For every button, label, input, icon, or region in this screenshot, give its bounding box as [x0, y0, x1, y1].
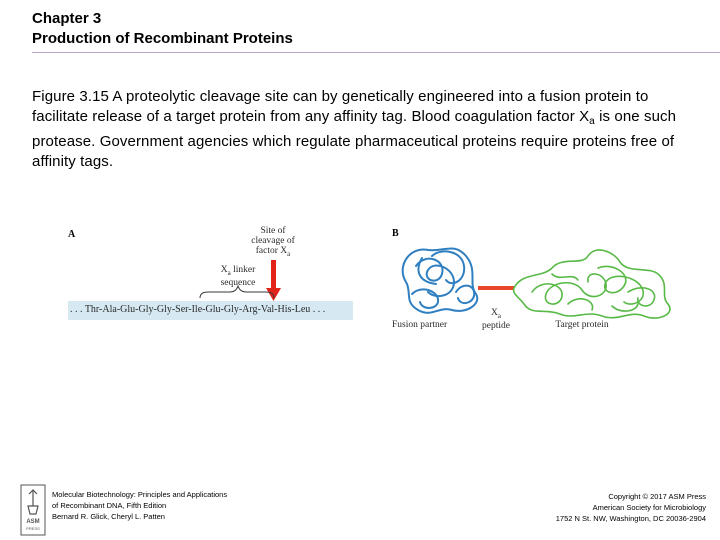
- panel-a-graphics: [199, 260, 281, 301]
- cleavage-site-label: Site of cleavage of factor Xa: [238, 226, 308, 259]
- copyright-line-2: American Society for Microbiology: [592, 503, 706, 512]
- copyright-line-3: 1752 N St. NW, Washington, DC 20036-2904: [555, 514, 706, 523]
- amino-acid-sequence: . . . Thr-Ala-Glu-Gly-Gly-Ser-Ile-Glu-Gl…: [70, 304, 326, 315]
- target-protein-label: Target protein: [555, 320, 609, 330]
- panel-b: B Fusion partner Xa peptide Target prote…: [392, 222, 692, 337]
- svg-text:ASM: ASM: [26, 519, 39, 525]
- site-line-3: factor Xa: [238, 246, 308, 259]
- site-line-1: Site of: [260, 226, 286, 236]
- site-line-3-text: factor X: [255, 246, 288, 256]
- asm-press-logo: ASM PRESS: [20, 484, 46, 536]
- panel-a-label: A: [68, 229, 76, 240]
- caption-text-1: Figure 3.15 A proteolytic cleavage site …: [32, 88, 649, 125]
- sequence-band: [68, 301, 353, 320]
- linker-sequence-label: Xa linker sequence: [208, 265, 268, 288]
- panel-a: A Site of cleavage of factor Xa Xa linke…: [60, 222, 360, 322]
- linker-x: X: [220, 265, 228, 275]
- linker-line-2: sequence: [220, 277, 256, 288]
- chapter-title: Production of Recombinant Proteins: [32, 30, 293, 47]
- linker-rest: linker: [230, 265, 256, 275]
- xa-peptide-text: peptide: [482, 320, 510, 331]
- cleavage-arrow-shaft: [271, 260, 276, 290]
- target-protein-coil: [512, 249, 671, 319]
- xa-x: X: [491, 308, 498, 318]
- linker-line-1: Xa linker: [208, 265, 268, 278]
- copyright-line-1: Copyright © 2017 ASM Press: [608, 492, 706, 501]
- chapter-number: Chapter 3: [32, 10, 102, 27]
- citation-line-2: of Recombinant DNA, Fifth Edition: [52, 501, 167, 510]
- xa-subscript: a: [497, 311, 501, 320]
- slide-header: Chapter 3 Production of Recombinant Prot…: [32, 9, 293, 49]
- citation-line-1: Molecular Biotechnology: Principles and …: [52, 490, 228, 499]
- fusion-partner-label: Fusion partner: [392, 320, 448, 330]
- xa-peptide-linker: [478, 286, 514, 290]
- header-divider: [32, 52, 720, 53]
- site-subscript: a: [287, 249, 291, 258]
- site-line-2: cleavage of: [251, 236, 295, 246]
- svg-text:PRESS: PRESS: [26, 526, 40, 531]
- figure-caption: Figure 3.15 A proteolytic cleavage site …: [32, 87, 692, 172]
- caption-subscript: a: [589, 116, 595, 127]
- fusion-partner-coil: [401, 247, 479, 314]
- linker-subscript: a: [227, 268, 231, 277]
- copyright-notice: Copyright © 2017 ASM Press American Soci…: [556, 491, 706, 524]
- panel-b-label: B: [392, 228, 399, 239]
- caption-text-2: is one such protease. Government agencie…: [32, 108, 677, 170]
- xa-line: Xa: [476, 308, 516, 321]
- book-citation: Molecular Biotechnology: Principles and …: [52, 489, 227, 522]
- linker-brace: [199, 284, 275, 299]
- xa-peptide-label: Xa peptide: [476, 308, 516, 331]
- panel-b-graphics: [401, 247, 671, 319]
- citation-line-3: Bernard R. Glick, Cheryl L. Patten: [52, 512, 165, 521]
